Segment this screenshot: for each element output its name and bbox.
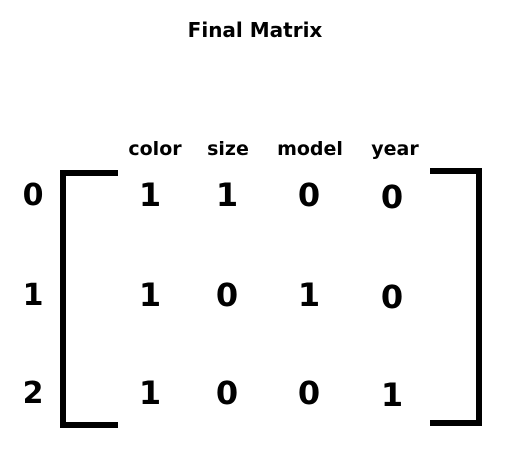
right-bracket <box>430 168 482 426</box>
matrix-cell: 0 <box>215 276 239 314</box>
matrix-cell: 1 <box>138 374 162 412</box>
column-header-year: year <box>371 138 419 160</box>
matrix-cell: 0 <box>297 374 321 412</box>
matrix-cell: 0 <box>380 178 404 216</box>
matrix-cell: 0 <box>380 278 404 316</box>
matrix-title: Final Matrix <box>187 18 323 42</box>
left-bracket <box>60 170 118 428</box>
column-header-size: size <box>207 138 249 160</box>
matrix-cell: 1 <box>380 376 404 414</box>
column-header-model: model <box>277 138 343 160</box>
row-label-2: 2 <box>22 376 44 411</box>
column-header-color: color <box>128 138 182 160</box>
matrix-cell: 1 <box>138 176 162 214</box>
matrix-cell: 0 <box>215 374 239 412</box>
row-label-1: 1 <box>22 278 44 313</box>
matrix-cell: 1 <box>138 276 162 314</box>
matrix-cell: 0 <box>297 176 321 214</box>
row-label-0: 0 <box>22 178 44 213</box>
matrix-cell: 1 <box>297 276 321 314</box>
matrix-cell: 1 <box>215 176 239 214</box>
